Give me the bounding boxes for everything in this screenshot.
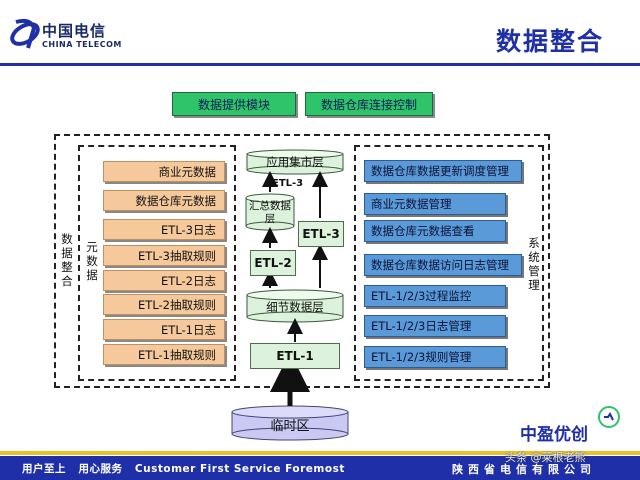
mgmt-item: ETL-1/2/3规则管理 [364, 346, 506, 368]
logo-text-cn: 中国电信 [42, 22, 107, 40]
page-title: 数据整合 [495, 27, 604, 56]
dw-connection-control-box: 数据仓库连接控制 [305, 92, 433, 116]
app-layer-label: 应用集市层 [266, 155, 324, 169]
etl1-box: ETL-1 [250, 343, 340, 369]
meta-item: ETL-3抽取规则 [103, 245, 225, 266]
watermark-text: 头条 @莱根老熊 [505, 451, 586, 464]
header-divider [0, 63, 640, 66]
meta-item: ETL-3日志 [103, 219, 225, 240]
metadata-frame [78, 145, 236, 381]
detail-layer-label: 细节数据层 [266, 300, 324, 314]
footer-bar [0, 456, 640, 480]
mgmt-item: 数据仓库数据更新调度管理 [364, 160, 522, 182]
detail-layer-cylinder [246, 289, 344, 323]
partner-logo-icon [598, 406, 620, 428]
footer-slogan: 用户至上 用心服务 Customer First Service Foremos… [22, 463, 345, 475]
partner-name: 中盈优创 [520, 425, 588, 445]
temp-area-label: 临时区 [270, 418, 310, 434]
mgmt-item: ETL-1/2/3日志管理 [364, 315, 506, 337]
meta-item: 商业元数据 [103, 161, 225, 182]
meta-item: ETL-2抽取规则 [103, 294, 225, 315]
logo-text-en: CHINA TELECOM [42, 40, 122, 49]
mgmt-item: 数据仓库元数据查看 [364, 220, 506, 242]
china-telecom-logo-icon [10, 18, 40, 49]
system-management-frame [354, 145, 544, 381]
data-provider-module-box: 数据提供模块 [172, 92, 296, 116]
etl2-box: ETL-2 [250, 250, 296, 276]
footer-company: 陕西省电信有限公司 [452, 463, 596, 476]
mgmt-item: 商业元数据管理 [364, 193, 506, 215]
mgmt-item: ETL-1/2/3过程监控 [364, 285, 506, 307]
temp-area-cylinder [231, 405, 349, 441]
footer-stripe [0, 451, 640, 455]
etl3-box: ETL-3 [298, 221, 344, 247]
summary-layer-cylinder [245, 193, 295, 231]
meta-item: ETL-1抽取规则 [103, 344, 225, 365]
data-integration-label: 数据整合 [61, 232, 73, 288]
meta-item: 数据仓库元数据 [103, 190, 225, 211]
mgmt-item: 数据仓库数据访问日志管理 [364, 254, 522, 276]
system-management-label: 系统管理 [528, 236, 540, 292]
summary-layer-label: 汇总数据层 [249, 200, 291, 225]
meta-item: ETL-1日志 [103, 319, 225, 340]
meta-item: ETL-2日志 [103, 270, 225, 291]
metadata-label: 元数据 [86, 240, 98, 282]
etl3-small-label: ETL-3 [272, 178, 304, 189]
